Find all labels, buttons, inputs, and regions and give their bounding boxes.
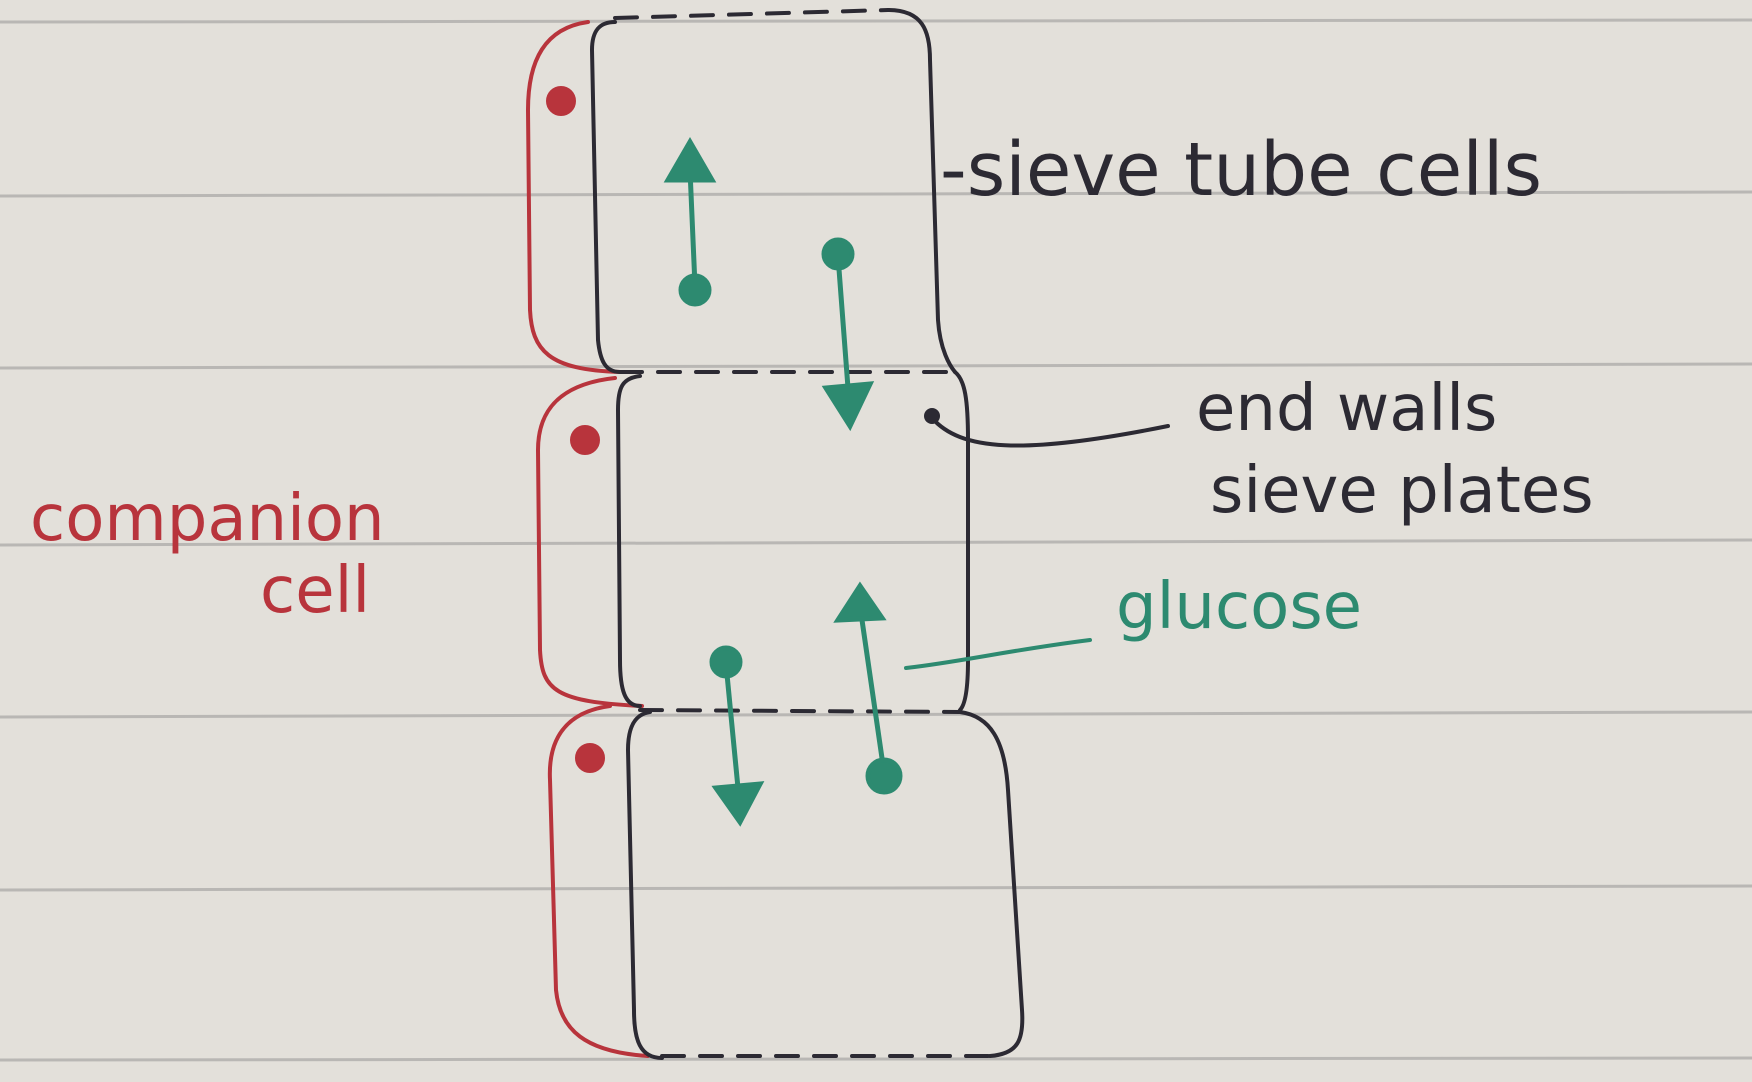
- glucose-arrows: [663, 137, 903, 827]
- rule-line: [0, 884, 1752, 892]
- glucose-arrow-down: [821, 237, 875, 432]
- companion-cells: [525, 20, 650, 1058]
- glucose-arrow-up: [663, 137, 717, 307]
- rule-line: [0, 1056, 1752, 1062]
- sieve-tube-cells-label: -sieve tube cells: [940, 127, 1542, 213]
- companion-cell-middle: [535, 376, 644, 708]
- sieve-plates: [613, 8, 992, 1058]
- glucose-pointer-line: [904, 638, 1092, 670]
- nucleus-icon: [546, 86, 576, 116]
- nucleus-icon: [575, 743, 605, 773]
- sieve-tube-cell-top-left-wall: [589, 20, 622, 374]
- glucose-arrow-up: [833, 581, 903, 795]
- rule-line: [0, 190, 1752, 198]
- nucleus-icon: [570, 425, 600, 455]
- end-walls-label: end walls: [1196, 372, 1497, 446]
- sieve-plate: [613, 8, 890, 20]
- rule-line: [0, 362, 1752, 370]
- companion-cell-label-line1: companion: [30, 482, 385, 556]
- end-walls-pointer-line: [930, 416, 1170, 448]
- companion-cell-label-line2: cell: [260, 554, 370, 628]
- sieve-plates-label: sieve plates: [1210, 454, 1594, 528]
- companion-cell-bottom: [547, 704, 650, 1058]
- sieve-tube-cell-bottom-right-wall: [958, 710, 1025, 1058]
- rule-line: [0, 18, 1752, 24]
- glucose-arrow-down: [709, 645, 765, 827]
- label-pointers: [904, 408, 1170, 670]
- sieve-tube-cell-bottom-left-wall: [625, 710, 664, 1060]
- sieve-tube-cell-top-right-wall: [886, 8, 957, 374]
- sieve-plate: [638, 708, 962, 714]
- pointer-dot: [924, 408, 940, 424]
- sieve-tube-cells: [589, 8, 1025, 1060]
- rule-line: [0, 538, 1752, 547]
- companion-cell-top: [525, 20, 622, 374]
- sieve-tube-cell-middle-left-wall: [615, 374, 642, 708]
- glucose-label: glucose: [1116, 570, 1362, 644]
